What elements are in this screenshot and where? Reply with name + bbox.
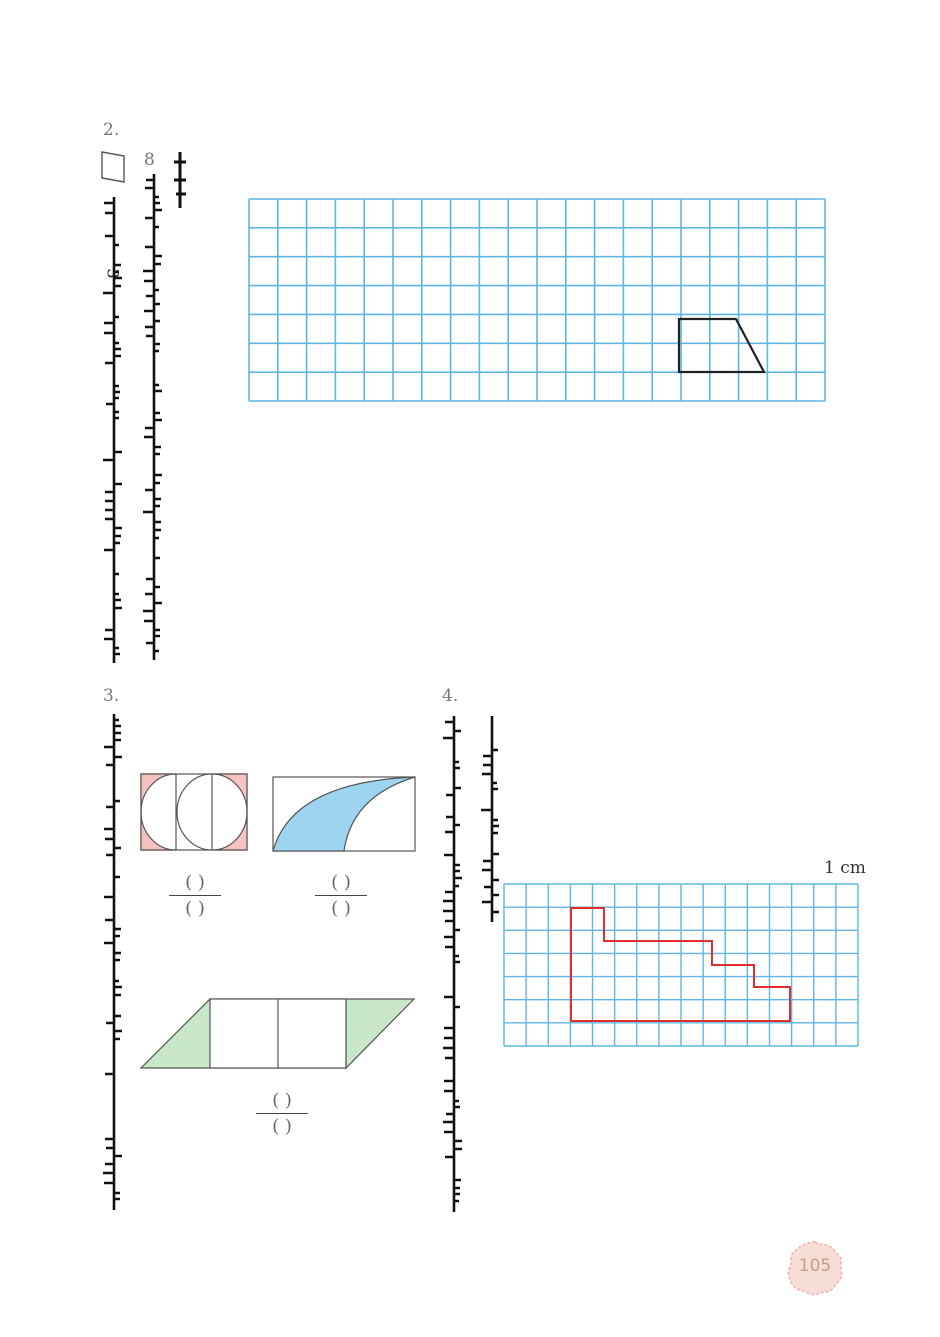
fraction-c-numerator: ( ) [272, 1090, 292, 1111]
item4-number: 4. [442, 686, 459, 706]
fraction-b-denominator: ( ) [331, 898, 351, 919]
fraction-c-denominator: ( ) [272, 1116, 292, 1137]
item2-digit: 3 [103, 268, 123, 279]
page-number-badge: 105 [786, 1240, 844, 1300]
item8-mongolian-text-line-2 [140, 172, 168, 662]
bottom-grid-figure [503, 883, 861, 1053]
figure-green-parallelogram [139, 998, 416, 1074]
item2-mongolian-text-line [100, 195, 128, 665]
top-grid-svg [248, 198, 826, 402]
red-staircase-shape [570, 907, 791, 1022]
parallelogram-icon [98, 150, 128, 188]
item8-mongolian-text-line-1 [170, 150, 190, 210]
item4-mongolian-text-line-2 [478, 714, 506, 924]
item8-number: 8 [144, 150, 155, 170]
fraction-figure-b: ( ) ( ) [314, 872, 368, 919]
trapezoid-shape [677, 317, 766, 374]
fraction-figure-a: ( ) ( ) [168, 872, 222, 919]
figure-blue-curve [272, 776, 418, 858]
page-number: 105 [798, 1256, 832, 1276]
figure-pink-semicircles [140, 773, 250, 857]
item4-mongolian-text-line-1 [440, 714, 468, 1214]
top-grid-figure [248, 198, 828, 408]
item3-number: 3. [103, 686, 120, 706]
fraction-figure-c: ( ) ( ) [255, 1090, 309, 1137]
item3-mongolian-text-line [100, 712, 128, 1212]
item2-number: 2. [103, 120, 120, 140]
bottom-grid-svg [503, 883, 859, 1047]
fraction-b-numerator: ( ) [331, 872, 351, 893]
fraction-a-numerator: ( ) [185, 872, 205, 893]
fraction-a-denominator: ( ) [185, 898, 205, 919]
unit-label: 1 cm [824, 858, 866, 878]
